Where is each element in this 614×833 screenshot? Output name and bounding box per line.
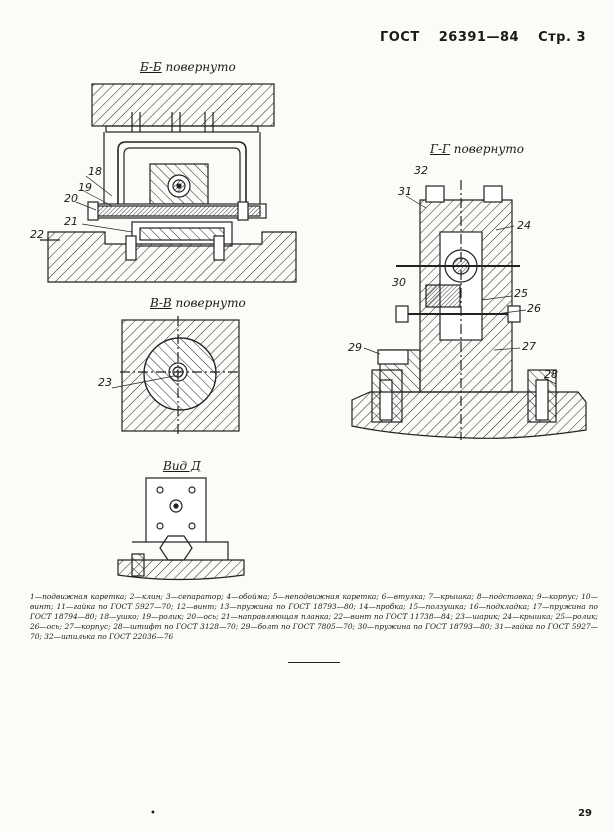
standard-number: 26391—84: [438, 30, 520, 45]
section-bb: [40, 83, 297, 283]
callout-18: 18: [88, 165, 102, 178]
standard-label: ГОСТ: [379, 30, 420, 45]
view-title-bb: Б-Б повернуто: [140, 60, 236, 74]
callout-20: 20: [64, 192, 78, 205]
callout-22: 22: [30, 228, 44, 241]
page-header: ГОСТ 26391—84 Стр. 3: [366, 30, 586, 45]
callout-19: 19: [78, 181, 92, 194]
view-title-vv: В-В повернуто: [150, 296, 246, 310]
callout-30: 30: [392, 276, 406, 289]
callout-28: 28: [544, 368, 558, 381]
callout-21: 21: [64, 215, 78, 228]
callout-32: 32: [414, 164, 428, 177]
page-label: Стр. 3: [538, 30, 586, 45]
callout-29: 29: [348, 341, 362, 354]
callout-27: 27: [522, 340, 536, 353]
view-d: [117, 477, 245, 581]
parts-legend: 1—подвижная каретка; 2—клин; 3—сепаратор…: [30, 592, 598, 641]
page-number: 29: [578, 808, 592, 819]
callout-26: 26: [527, 302, 541, 315]
callout-leaders: [75, 175, 557, 385]
callout-24: 24: [517, 219, 531, 232]
section-vv: [111, 316, 240, 434]
section-gg: [351, 180, 587, 440]
callout-23: 23: [98, 376, 112, 389]
view-title-gg: Г-Г повернуто: [430, 142, 524, 156]
callout-31: 31: [398, 185, 412, 198]
end-rule: [288, 662, 340, 663]
footer-mark: •: [150, 808, 156, 819]
view-title-d: Вид Д: [163, 459, 201, 473]
callout-25: 25: [514, 287, 528, 300]
